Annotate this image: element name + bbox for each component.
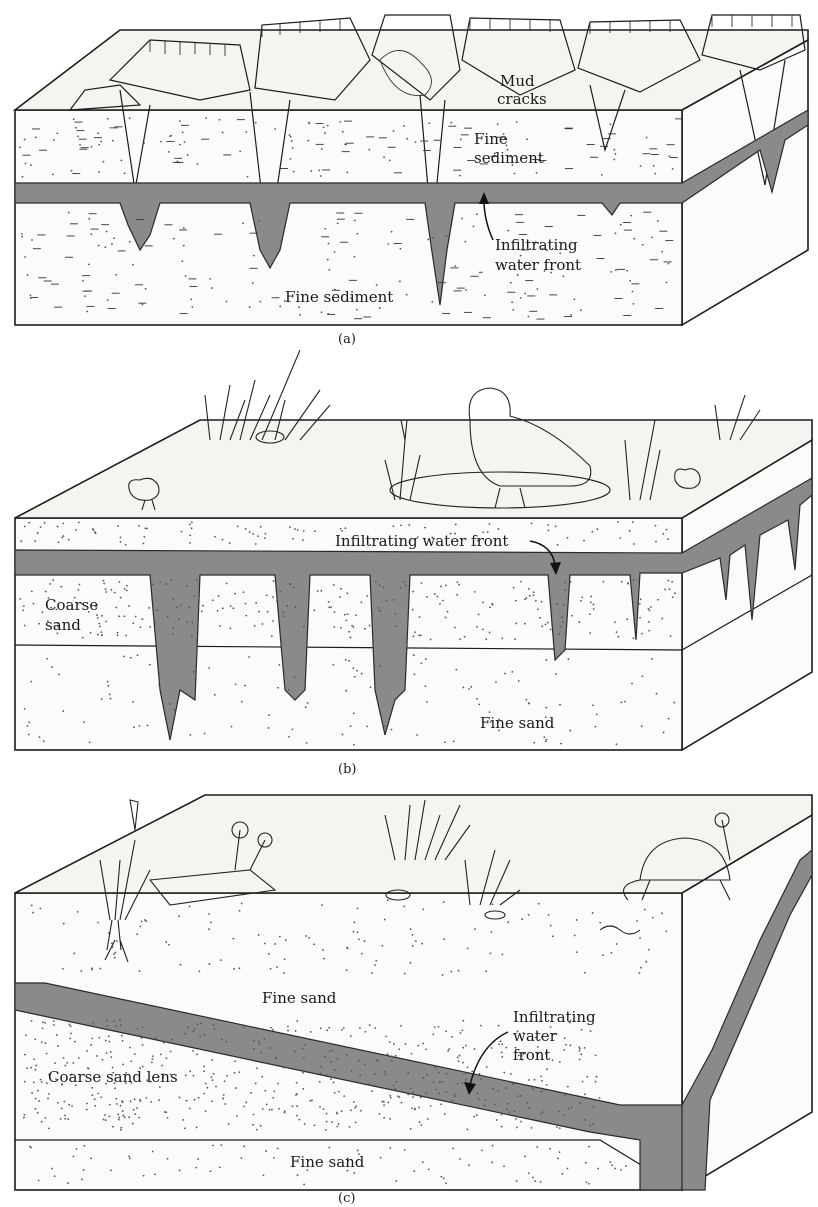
panel-a-top-surface	[15, 30, 808, 110]
panel-c: Fine sand Infiltrating water front Coars…	[15, 795, 812, 1206]
label-infiltrating-c-3: front	[513, 1046, 550, 1064]
label-infiltrating-a-1: Infiltrating	[495, 236, 578, 254]
caption-b: (b)	[338, 762, 356, 777]
label-fine-sediment-upper-1: Fine	[474, 130, 508, 148]
label-infiltrating-b: Infiltrating water front	[335, 532, 508, 550]
label-fine-sand-lower: Fine sand	[290, 1153, 365, 1171]
label-infiltrating-a-2: water front	[495, 256, 581, 274]
label-infiltrating-c-2: water	[513, 1027, 558, 1045]
label-coarse-2: sand	[45, 616, 81, 634]
caption-a: (a)	[338, 332, 356, 347]
label-mud-cracks-2: cracks	[497, 90, 547, 108]
panel-a: Mud cracks Fine sediment Infiltrating wa…	[15, 15, 808, 347]
label-fine-sediment-lower: Fine sediment	[285, 288, 393, 306]
panel-b: Infiltrating water front Coarse sand Fin…	[15, 350, 812, 777]
label-fine-sediment-upper-2: sediment	[474, 149, 544, 167]
label-coarse-1: Coarse	[45, 596, 98, 614]
label-coarse-lens: Coarse sand lens	[48, 1068, 178, 1086]
panel-c-front-face	[15, 893, 682, 1190]
label-mud-cracks-1: Mud	[500, 72, 535, 90]
label-fine-sand-upper: Fine sand	[262, 989, 337, 1007]
label-fine-sand-b: Fine sand	[480, 714, 555, 732]
caption-c: (c)	[338, 1191, 355, 1206]
label-infiltrating-c-1: Infiltrating	[513, 1008, 596, 1026]
